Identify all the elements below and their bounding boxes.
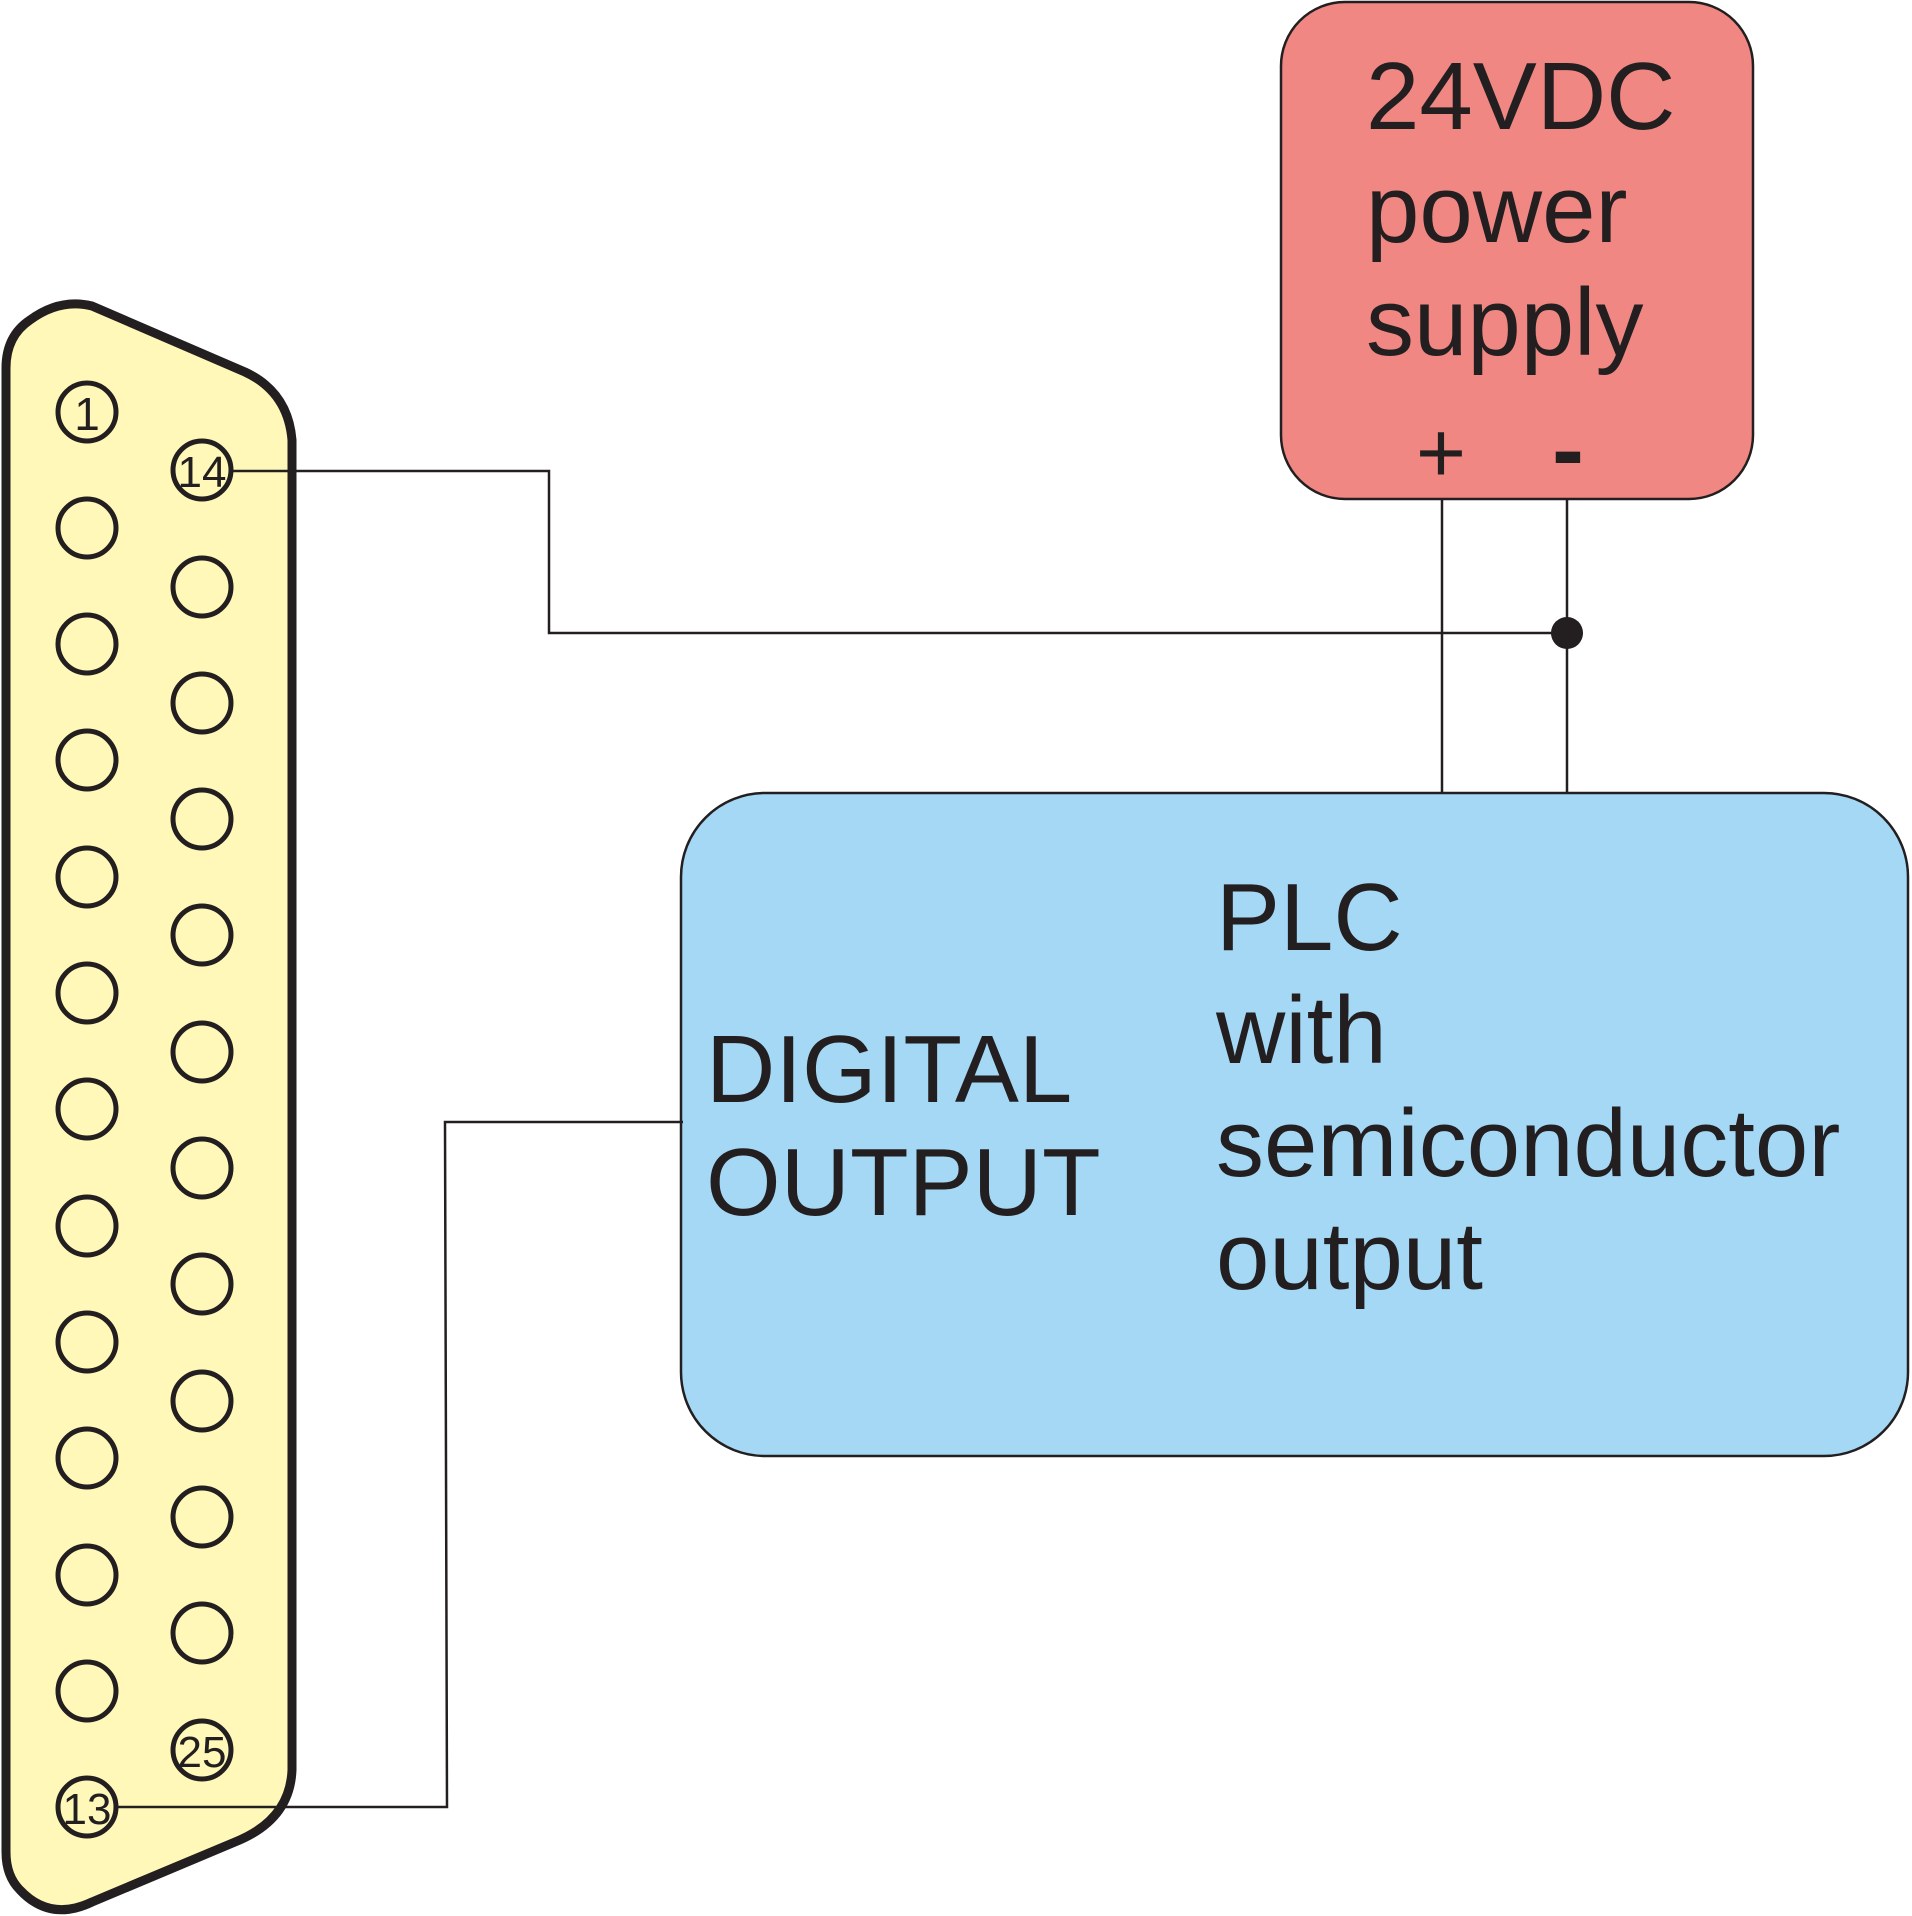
wires xyxy=(116,469,1569,1809)
pin-24 xyxy=(170,1601,234,1665)
pin-18 xyxy=(170,903,234,967)
pin-11 xyxy=(55,1543,119,1607)
pin-16 xyxy=(170,671,234,735)
pin-21 xyxy=(170,1252,234,1316)
plc-title-line3: semiconductor xyxy=(1216,1090,1840,1197)
pin-6 xyxy=(55,961,119,1025)
pin-20 xyxy=(170,1136,234,1200)
pin-17 xyxy=(170,787,234,851)
pin-7 xyxy=(55,1077,119,1141)
power-supply-title-line1: 24VDC xyxy=(1366,43,1675,150)
junction-dot xyxy=(1551,617,1583,649)
digital-output-label-line1: DIGITAL xyxy=(706,1016,1072,1123)
pin-14-label: 14 xyxy=(178,448,227,497)
digital-output-label-line2: OUTPUT xyxy=(706,1129,1101,1236)
wire-pin14-to-minus xyxy=(231,469,1567,635)
pin-8 xyxy=(55,1194,119,1258)
pin-5 xyxy=(55,845,119,909)
plc-title-line2: with xyxy=(1215,977,1387,1084)
pin-1-label: 1 xyxy=(74,388,100,440)
pin-10 xyxy=(55,1426,119,1490)
power-supply-box xyxy=(1279,0,1755,501)
pin-13-label: 13 xyxy=(63,1785,112,1834)
pin-3 xyxy=(55,612,119,676)
plc-title-line1: PLC xyxy=(1216,864,1403,971)
pin-22 xyxy=(170,1369,234,1433)
pin-2 xyxy=(55,496,119,560)
db25-connector-shell xyxy=(1,299,297,1915)
wire-digital-output-to-pin13 xyxy=(116,1120,683,1809)
pin-12 xyxy=(55,1659,119,1723)
power-supply-title-line3: supply xyxy=(1366,269,1644,376)
pin-19 xyxy=(170,1020,234,1084)
pin-9 xyxy=(55,1310,119,1374)
power-supply-title-line2: power xyxy=(1366,156,1627,263)
pin-25-label: 25 xyxy=(178,1728,227,1777)
pin-25 xyxy=(170,1718,234,1782)
pin-15 xyxy=(170,555,234,619)
pin-23 xyxy=(170,1485,234,1549)
pin-1 xyxy=(55,380,119,444)
plc-box xyxy=(679,791,1910,1458)
plc-title-line4: output xyxy=(1216,1203,1483,1310)
power-supply-plus-label: + xyxy=(1416,405,1466,501)
pin-4 xyxy=(55,728,119,792)
power-supply-minus-label: - xyxy=(1552,396,1584,503)
pin-row-bottom xyxy=(170,438,234,1782)
